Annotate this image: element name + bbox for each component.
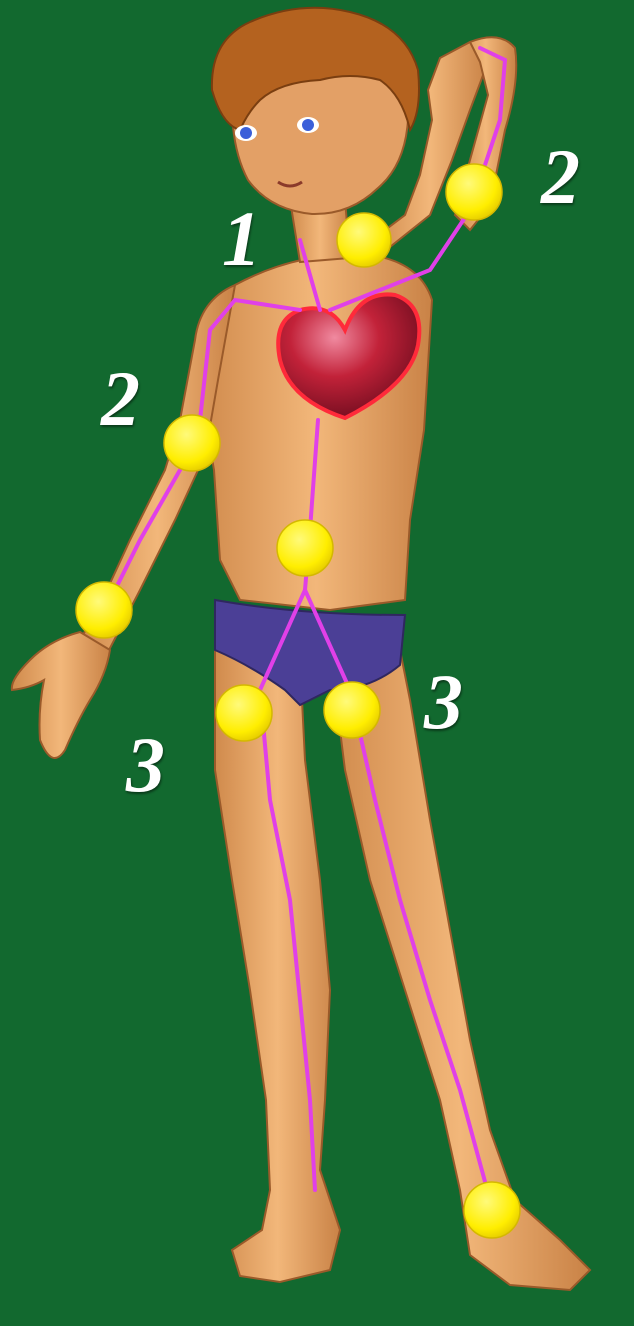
pressure-point-neck — [337, 213, 391, 267]
pressure-point-groin-left — [216, 685, 272, 741]
pressure-point-groin-right — [324, 682, 380, 738]
label-2-upper-arm-left: 2 — [101, 360, 140, 438]
pressure-point-upper-arm-right — [446, 164, 502, 220]
label-3-groin-right: 3 — [424, 663, 463, 741]
pressure-point-abdomen — [277, 520, 333, 576]
head — [212, 8, 419, 214]
iris-left — [240, 127, 252, 139]
iris-right — [302, 119, 314, 131]
label-2-upper-arm-right: 2 — [541, 138, 580, 216]
pressure-point-wrist — [76, 582, 132, 638]
label-3-groin-left: 3 — [126, 726, 165, 804]
pressure-point-ankle — [464, 1182, 520, 1238]
pressure-point-upper-arm-left — [164, 415, 220, 471]
label-1-neck: 1 — [222, 200, 261, 278]
